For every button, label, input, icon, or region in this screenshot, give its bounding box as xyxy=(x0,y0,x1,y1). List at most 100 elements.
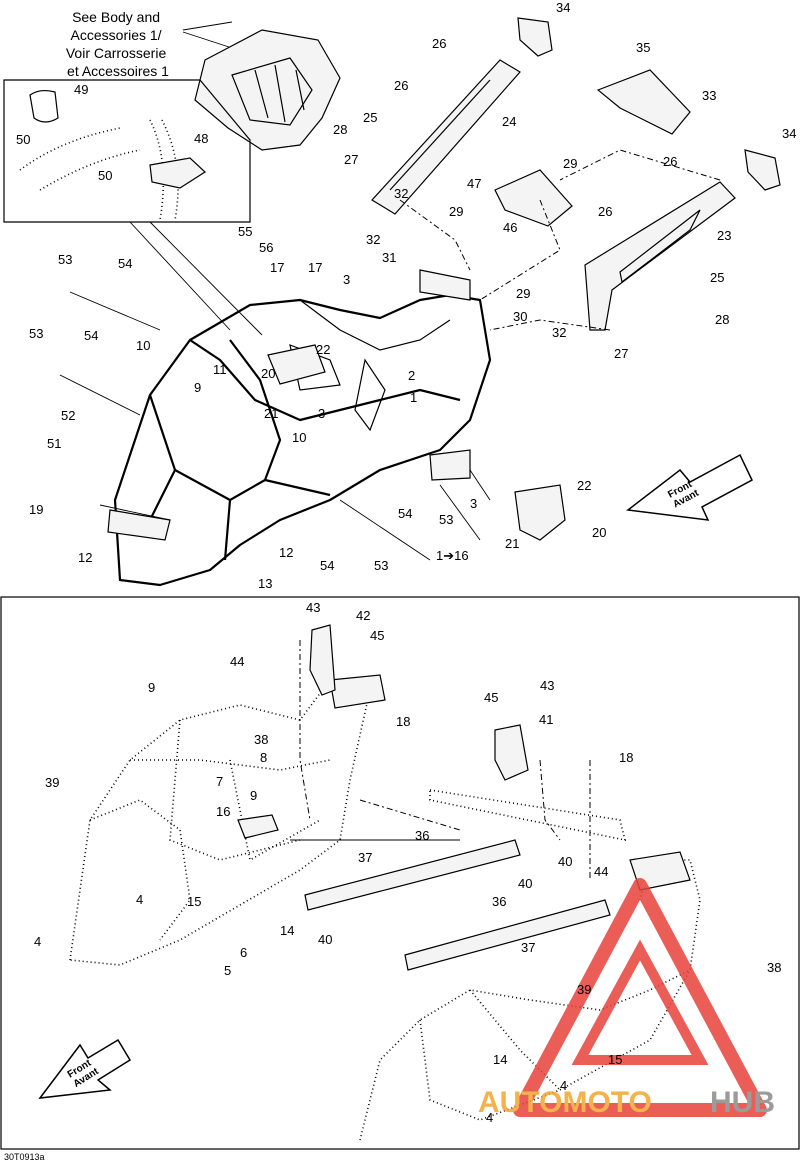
front-arrow-top-icon: Front Avant xyxy=(626,453,753,521)
bar-18 xyxy=(429,789,627,842)
part-callout-28: 28 xyxy=(715,312,729,327)
part-callout-6: 6 xyxy=(240,945,247,960)
part-callout-3: 3 xyxy=(470,496,477,511)
part-callout-39: 39 xyxy=(577,982,591,997)
drawing-code: 30T0913a xyxy=(4,1152,45,1162)
part-callout-43: 43 xyxy=(540,678,554,693)
part-callout-12: 12 xyxy=(279,545,293,560)
top-panel: See Body and Accessories 1/ Voir Carross… xyxy=(3,9,781,587)
part-callout-12: 12 xyxy=(78,550,92,565)
part-callout-22: 22 xyxy=(577,478,591,493)
part-callout-32: 32 xyxy=(366,232,380,247)
part-callout-27: 27 xyxy=(614,346,628,361)
part-callout-54: 54 xyxy=(84,328,98,343)
part-callout-31: 31 xyxy=(382,250,396,265)
bar-36-lower xyxy=(404,899,611,971)
part-callout-49: 49 xyxy=(74,82,88,97)
part-callout-9: 9 xyxy=(148,680,155,695)
part-callout-36: 36 xyxy=(415,828,429,843)
part-callout-42: 42 xyxy=(356,608,370,623)
part-callout-5: 5 xyxy=(224,963,231,978)
bracket-46 xyxy=(494,169,573,227)
part-callout-54: 54 xyxy=(398,506,412,521)
part-callout-21: 21 xyxy=(505,536,519,551)
part-callout-38: 38 xyxy=(767,960,781,975)
part-callout-16: 16 xyxy=(216,804,230,819)
part-callout-38: 38 xyxy=(254,732,268,747)
note-line-3: Voir Carrosserie xyxy=(66,45,167,61)
part-callout-52: 52 xyxy=(61,408,75,423)
part-callout-1➔16: 1➔16 xyxy=(436,548,469,563)
part-callout-54: 54 xyxy=(118,256,132,271)
part-callout-47: 47 xyxy=(467,176,481,191)
part-callout-4: 4 xyxy=(486,1110,493,1125)
part-callout-44: 44 xyxy=(230,654,244,669)
part-callout-29: 29 xyxy=(563,156,577,171)
part-callout-19: 19 xyxy=(29,502,43,517)
front-arrow-bottom-icon: Front Avant xyxy=(38,1038,132,1099)
note-line-1: See Body and xyxy=(72,9,160,25)
part-callout-46: 46 xyxy=(503,220,517,235)
part-callout-18: 18 xyxy=(396,714,410,729)
part-callout-32: 32 xyxy=(394,186,408,201)
part-callout-15: 15 xyxy=(608,1052,622,1067)
part-callout-20: 20 xyxy=(261,366,275,381)
part-callout-14: 14 xyxy=(280,923,294,938)
part-callout-17: 17 xyxy=(308,260,322,275)
part-callout-53: 53 xyxy=(29,326,43,341)
part-callout-40: 40 xyxy=(558,854,572,869)
mount-33 xyxy=(596,69,691,135)
part-callout-29: 29 xyxy=(449,204,463,219)
footrest-20-right xyxy=(514,484,566,541)
part-callout-21: 21 xyxy=(264,406,278,421)
bottom-panel: Front Avant AUTOMOTO HUB 30T0913a xyxy=(4,624,775,1162)
part-callout-2: 2 xyxy=(408,368,415,383)
part-callout-53: 53 xyxy=(374,558,388,573)
part-callout-15: 15 xyxy=(187,894,201,909)
part-callout-4: 4 xyxy=(136,892,143,907)
part-callout-25: 25 xyxy=(710,270,724,285)
part-callout-40: 40 xyxy=(518,876,532,891)
part-callout-56: 56 xyxy=(259,240,273,255)
main-frame-bottom-left xyxy=(69,674,386,966)
main-frame-top xyxy=(107,269,492,587)
part-callout-53: 53 xyxy=(439,512,453,527)
part-callout-3: 3 xyxy=(318,406,325,421)
part-callout-10: 10 xyxy=(136,338,150,353)
watermark-part-2: HUB xyxy=(710,1086,775,1119)
part-callout-39: 39 xyxy=(45,775,59,790)
part-callout-26: 26 xyxy=(432,36,446,51)
part-callout-32: 32 xyxy=(552,325,566,340)
part-callout-25: 25 xyxy=(363,110,377,125)
part-callout-9: 9 xyxy=(250,788,257,803)
note-line-2: Accessories 1/ xyxy=(71,27,162,43)
footrest-20-left xyxy=(267,344,326,385)
part-callout-55: 55 xyxy=(238,224,252,239)
bracket-41 xyxy=(494,724,529,781)
part-callout-37: 37 xyxy=(358,850,372,865)
part-callout-22: 22 xyxy=(316,342,330,357)
part-callout-54: 54 xyxy=(320,558,334,573)
bottom-panel-border xyxy=(0,596,800,1150)
part-callout-37: 37 xyxy=(521,940,535,955)
part-callout-9: 9 xyxy=(194,380,201,395)
part-callout-3: 3 xyxy=(343,272,350,287)
part-callout-45: 45 xyxy=(484,690,498,705)
rear-bar-23 xyxy=(584,181,736,331)
part-callout-44: 44 xyxy=(594,864,608,879)
part-callout-1: 1 xyxy=(410,390,417,405)
part-callout-18: 18 xyxy=(619,750,633,765)
part-callout-26: 26 xyxy=(394,78,408,93)
part-callout-26: 26 xyxy=(598,204,612,219)
reference-note: See Body and Accessories 1/ Voir Carross… xyxy=(66,9,170,79)
part-callout-30: 30 xyxy=(513,309,527,324)
part-callout-4: 4 xyxy=(560,1078,567,1093)
part-callout-41: 41 xyxy=(539,712,553,727)
rear-bar-24 xyxy=(371,59,521,215)
part-callout-23: 23 xyxy=(717,228,731,243)
part-callout-45: 45 xyxy=(370,628,384,643)
watermark-part-1: AUTOMOTO xyxy=(478,1086,652,1119)
